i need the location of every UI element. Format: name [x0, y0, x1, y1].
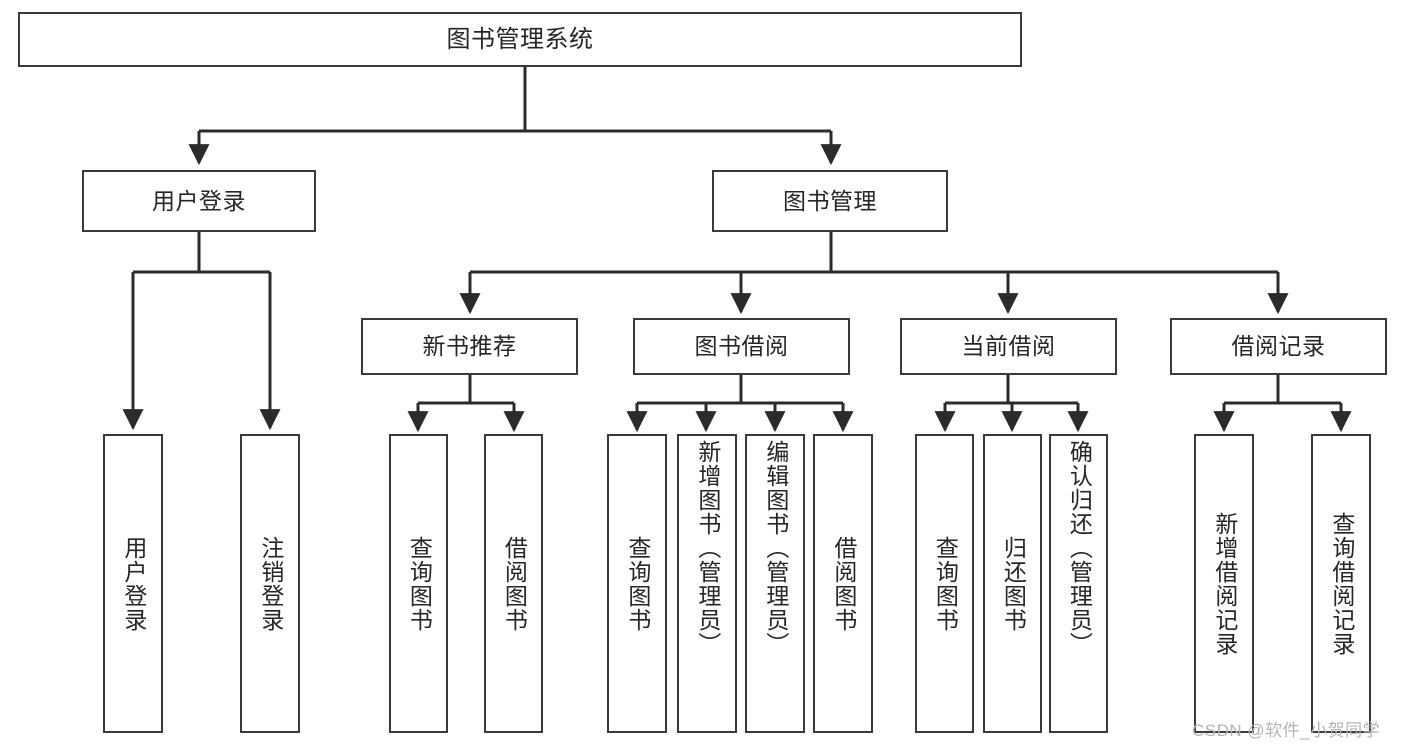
leaf-user-login[interactable]: 用户登录 [103, 434, 163, 733]
leaf-add-borrow-record[interactable]: 新增借阅记录 [1194, 434, 1254, 733]
leaf-return-book[interactable]: 归还图书 [983, 434, 1042, 733]
node-root-label: 图书管理系统 [446, 25, 594, 53]
node-user-login[interactable]: 用户登录 [82, 170, 316, 232]
node-borrow-record[interactable]: 借阅记录 [1170, 318, 1387, 375]
node-root[interactable]: 图书管理系统 [18, 12, 1022, 67]
leaf-return-book-label: 归还图书 [1000, 535, 1027, 632]
leaf-user-login-label: 用户登录 [120, 535, 147, 632]
leaf-add-book[interactable]: 新增图书（管理员） [677, 434, 737, 733]
csdn-watermark: CSDN @软件_小贺同学 [1192, 721, 1381, 740]
node-user-login-label: 用户登录 [152, 187, 246, 214]
node-book-borrow-label: 图书借阅 [694, 333, 789, 360]
node-book-manage[interactable]: 图书管理 [712, 170, 948, 232]
leaf-query-borrow-record[interactable]: 查询借阅记录 [1311, 434, 1371, 733]
leaf-borrow-book-borrow-label: 借阅图书 [830, 535, 857, 632]
leaf-add-book-label: 新增图书（管理员） [694, 440, 721, 656]
leaf-edit-book[interactable]: 编辑图书（管理员） [745, 434, 805, 733]
node-book-manage-label: 图书管理 [783, 187, 877, 214]
leaf-query-book-current[interactable]: 查询图书 [915, 434, 974, 733]
leaf-query-book-current-label: 查询图书 [932, 535, 959, 632]
leaf-add-borrow-record-label: 新增借阅记录 [1211, 511, 1238, 656]
node-current-borrow-label: 当前借阅 [961, 333, 1056, 360]
leaf-borrow-book-borrow[interactable]: 借阅图书 [813, 434, 873, 733]
leaf-borrow-book-new[interactable]: 借阅图书 [484, 434, 543, 733]
leaf-confirm-return-label: 确认归还（管理员） [1066, 440, 1093, 656]
leaf-logout[interactable]: 注销登录 [240, 434, 300, 733]
node-book-borrow[interactable]: 图书借阅 [633, 318, 850, 375]
leaf-query-book-new[interactable]: 查询图书 [389, 434, 448, 733]
leaf-query-book-borrow-label: 查询图书 [624, 535, 651, 632]
leaf-edit-book-label: 编辑图书（管理员） [762, 440, 789, 656]
leaf-query-book-new-label: 查询图书 [406, 535, 433, 632]
node-borrow-record-label: 借阅记录 [1231, 333, 1326, 360]
leaf-query-borrow-record-label: 查询借阅记录 [1328, 511, 1355, 656]
node-new-book-recommend-label: 新书推荐 [422, 333, 517, 360]
leaf-borrow-book-new-label: 借阅图书 [501, 535, 528, 632]
leaf-query-book-borrow[interactable]: 查询图书 [607, 434, 667, 733]
node-new-book-recommend[interactable]: 新书推荐 [361, 318, 578, 375]
leaf-logout-label: 注销登录 [257, 535, 284, 632]
node-current-borrow[interactable]: 当前借阅 [900, 318, 1117, 375]
leaf-confirm-return[interactable]: 确认归还（管理员） [1049, 434, 1108, 733]
